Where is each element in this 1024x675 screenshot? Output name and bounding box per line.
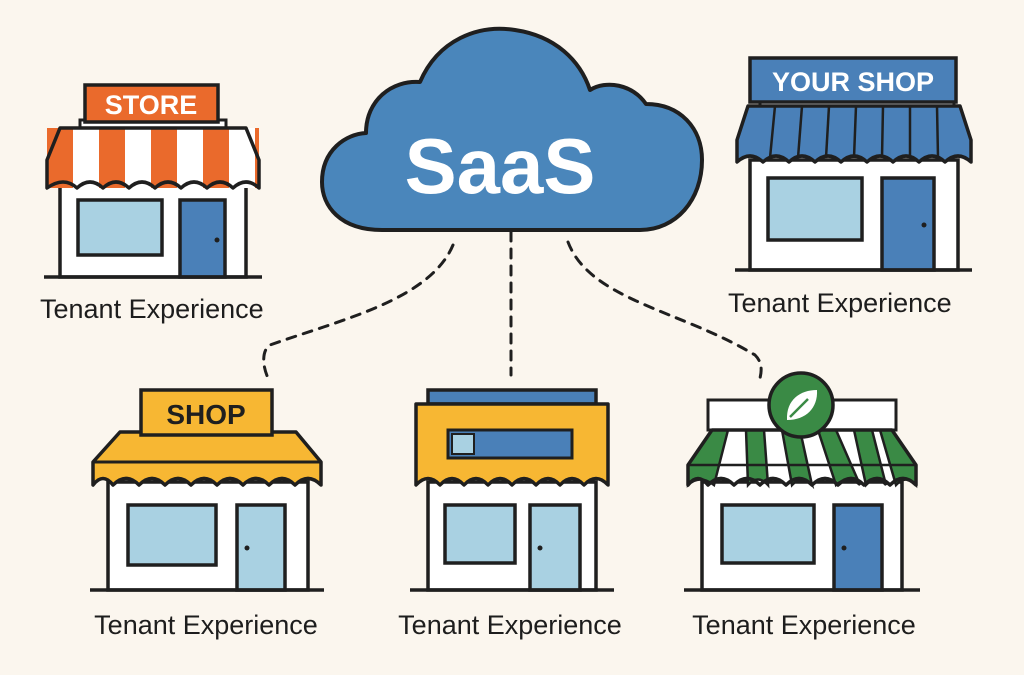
store-orange-label: Tenant Experience [40, 294, 264, 324]
store-orange-sign [83, 83, 220, 124]
store-green-awning-stripes [686, 428, 918, 490]
store-orange-window [76, 198, 164, 257]
store-green-awning [686, 428, 918, 487]
store-yellow-bar-window [443, 503, 517, 565]
store-blue-sign-text: YOUR SHOP [772, 67, 934, 97]
store-blue: YOUR SHOP [735, 56, 973, 272]
store-yellow-shop-awning [91, 430, 323, 487]
store-yellow-bar-label: Tenant Experience [398, 610, 622, 640]
store-orange: STORE [44, 83, 262, 279]
store-yellow-shop-door [235, 503, 287, 592]
store-blue-sign [748, 56, 958, 104]
store-orange-awning [45, 126, 261, 190]
cloud-label: SaaS [405, 122, 596, 210]
store-yellow-bar-door [528, 503, 582, 592]
store-blue-label: Tenant Experience [728, 288, 952, 318]
leaf-icon [767, 371, 835, 439]
connector-right [566, 240, 763, 380]
store-green [684, 371, 920, 592]
store-green-label: Tenant Experience [692, 610, 916, 640]
store-green-window [720, 503, 816, 565]
store-green-door [832, 503, 884, 592]
store-yellow-bar [410, 388, 614, 592]
store-yellow-bar-roof [426, 388, 598, 406]
store-yellow-shop-sign-text: SHOP [166, 399, 245, 430]
store-yellow-shop: SHOP [90, 388, 324, 592]
store-orange-sign-text: STORE [105, 90, 198, 120]
store-yellow-shop-label: Tenant Experience [94, 610, 318, 640]
saas-cloud: SaaS [320, 26, 704, 232]
connector-left [262, 243, 455, 380]
store-yellow-bar-sign-light [451, 433, 475, 455]
connectors [262, 230, 763, 380]
cloud-shape [320, 26, 704, 232]
store-yellow-shop-window [126, 503, 218, 567]
store-yellow-shop-sign [139, 388, 274, 437]
store-blue-window [766, 176, 864, 242]
